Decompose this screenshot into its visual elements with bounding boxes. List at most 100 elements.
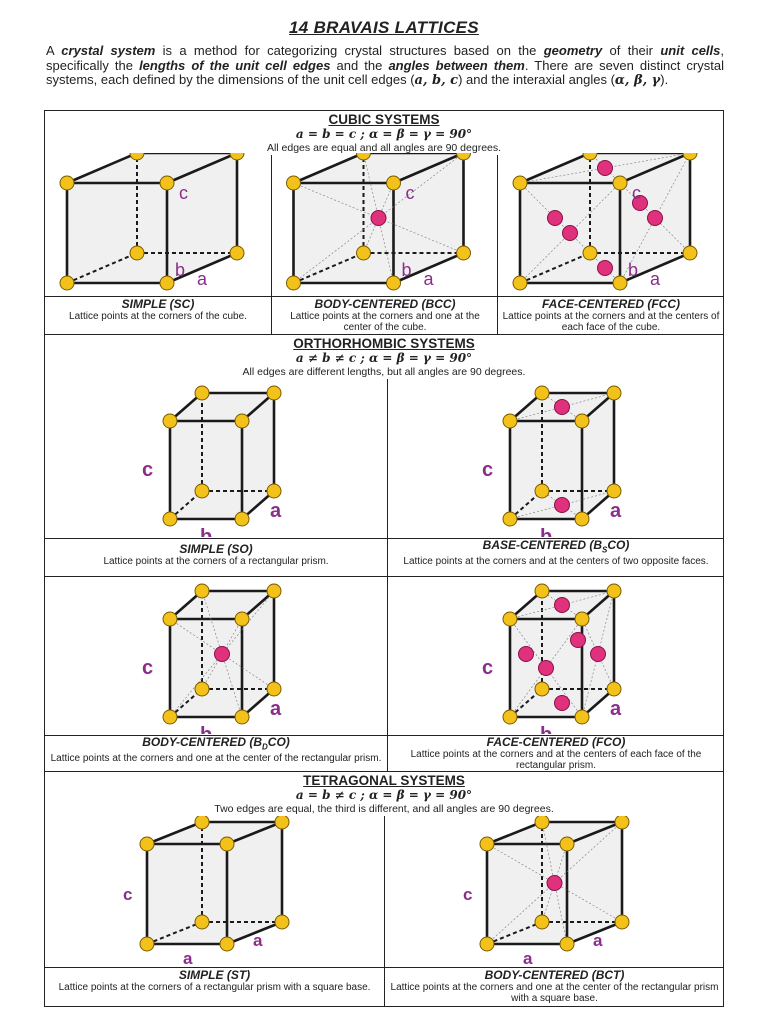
guide-line	[519, 182, 621, 284]
corner-atom	[266, 681, 282, 697]
corner-atom	[162, 413, 178, 429]
top-face	[170, 393, 274, 421]
front-face	[67, 183, 167, 283]
axis-label-a: a	[650, 269, 661, 289]
cubic-section: CUBIC SYSTEMS a = b = c ; α = β = γ = 90…	[44, 110, 724, 335]
corner-atom	[582, 245, 598, 261]
hidden-edge	[519, 252, 591, 284]
fco-diagram: cba	[482, 583, 622, 734]
center-atom	[597, 160, 613, 176]
orthorhombic-formula: a ≠ b ≠ c ; α = β = γ = 90°	[295, 351, 473, 365]
fcc-desc: Lattice points at the corners and at the…	[502, 311, 720, 333]
center-atom	[546, 875, 563, 891]
corner-atom	[234, 413, 250, 429]
fco-caption: FACE-CENTERED (FCO) Lattice points at th…	[395, 736, 717, 772]
corner-atom	[574, 413, 590, 429]
guide-line	[363, 153, 379, 219]
intro-paragraph: A crystal system is a method for categor…	[46, 43, 725, 88]
corner-atom	[479, 936, 495, 952]
corner-atom	[162, 611, 178, 627]
corner-atom	[386, 275, 401, 291]
axis-label-a: a	[270, 500, 282, 522]
axis-label-a: a	[253, 931, 263, 950]
axis-label-a: a	[197, 269, 208, 289]
side-face	[167, 153, 237, 283]
corner-atom	[612, 275, 628, 291]
tetragonal-heading: TETRAGONAL SYSTEMS	[303, 773, 465, 788]
corner-atom	[574, 511, 590, 527]
guide-line	[486, 843, 555, 884]
cell-edge	[226, 920, 283, 946]
top-face	[170, 591, 274, 619]
bct-caption: BODY-CENTERED (BCT) Lattice points at th…	[389, 969, 720, 1005]
axis-label-b: b	[200, 526, 212, 537]
center-atom	[554, 497, 570, 513]
axis-label-b: b	[175, 260, 185, 280]
center-atom	[632, 195, 648, 211]
center-atom	[554, 399, 570, 415]
guide-line	[486, 882, 555, 945]
side-face	[227, 822, 282, 944]
guide-line	[519, 153, 691, 184]
cell-edge	[146, 820, 203, 846]
side-face	[242, 591, 274, 717]
cell-edge	[166, 153, 238, 185]
corner-atom	[682, 153, 698, 161]
corner-atom	[614, 914, 630, 930]
corner-atom	[534, 816, 550, 830]
top-face	[67, 153, 237, 183]
guide-line	[519, 182, 621, 284]
front-face	[293, 183, 394, 283]
st-caption: SIMPLE (ST) Lattice points at the corner…	[49, 969, 380, 994]
guide-line	[221, 653, 243, 718]
axis-label-a: a	[523, 949, 533, 966]
axis-label-a: a	[183, 949, 193, 966]
guide-line	[201, 590, 223, 655]
cell-edge	[519, 153, 591, 185]
guide-line	[581, 618, 615, 690]
hidden-edge	[293, 252, 364, 284]
corner-atom	[356, 245, 371, 261]
so-name: SIMPLE (SO)	[179, 542, 253, 556]
cell-edge	[566, 920, 623, 946]
corner-atom	[606, 681, 622, 697]
front-face	[170, 421, 242, 519]
bdco-caption: BODY-CENTERED (BDCO) Lattice points at t…	[49, 735, 383, 764]
axis-label-b: b	[540, 724, 552, 734]
st-diagram: caa	[123, 816, 290, 966]
side-face	[582, 393, 614, 519]
guide-line	[554, 843, 568, 884]
axis-label-c: c	[482, 657, 493, 679]
cell-edge	[619, 153, 691, 185]
center-atom	[554, 695, 570, 711]
corner-atom	[162, 511, 178, 527]
bsco-caption: BASE-CENTERED (BSCO) Lattice points at t…	[395, 538, 717, 567]
bsco-name: BASE-CENTERED (BSCO)	[482, 538, 630, 555]
corner-atom	[266, 385, 282, 401]
cell-edge	[66, 153, 138, 185]
center-atom	[518, 646, 534, 662]
sc-desc: Lattice points at the corners of the cub…	[69, 311, 247, 322]
corner-atom	[234, 511, 250, 527]
st-desc: Lattice points at the corners of a recta…	[58, 982, 371, 993]
cubic-formula: a = b = c ; α = β = γ = 90°	[295, 127, 473, 141]
corner-atom	[194, 385, 210, 401]
corner-atom	[614, 816, 630, 830]
corner-atom	[534, 583, 550, 599]
side-face	[393, 153, 464, 283]
corner-atom	[502, 709, 518, 725]
orthorhombic-heading: ORTHORHOMBIC SYSTEMS	[293, 336, 475, 351]
bcc-desc: Lattice points at the corners and one at…	[290, 311, 480, 333]
center-atom	[562, 225, 578, 241]
corner-atom	[266, 483, 282, 499]
axis-label-c: c	[406, 183, 415, 203]
axis-label-a: a	[270, 698, 282, 720]
center-atom	[538, 660, 554, 676]
center-atom	[590, 646, 606, 662]
cell-edge	[619, 251, 691, 285]
guide-line	[169, 618, 223, 655]
center-atom	[370, 210, 387, 226]
guide-line	[554, 821, 623, 884]
corner-atom	[574, 709, 590, 725]
axis-label-c: c	[632, 183, 641, 203]
